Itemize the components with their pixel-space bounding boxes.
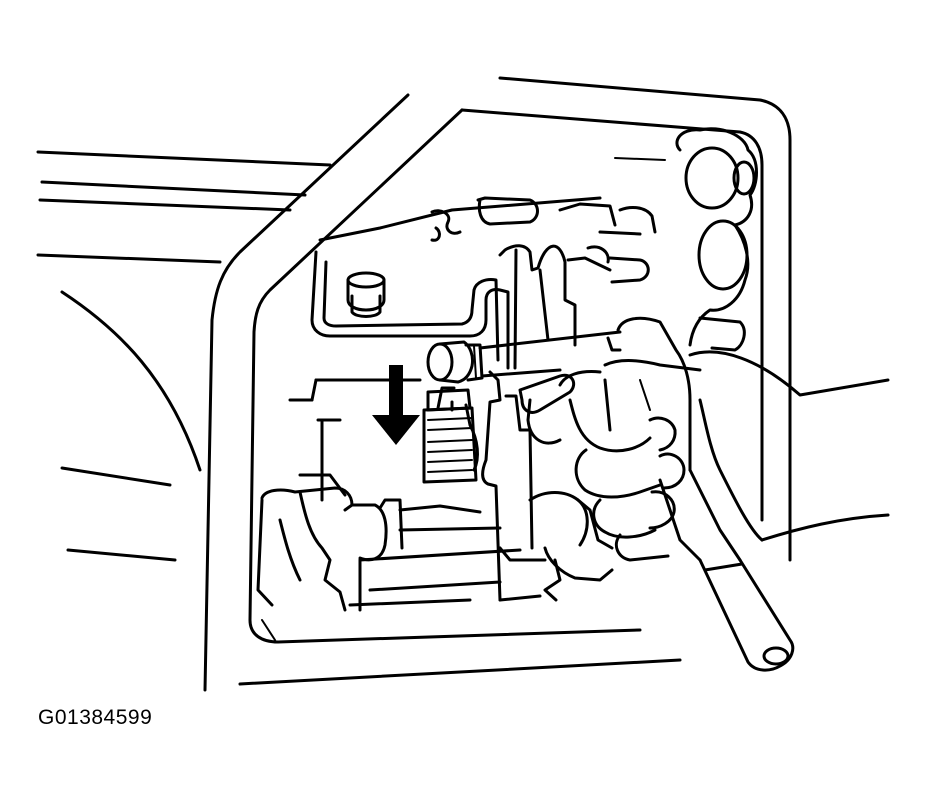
air-nozzle-tip <box>426 330 622 384</box>
valve-body-middle <box>288 370 534 602</box>
valve-body-upper <box>318 157 666 284</box>
valve-body-lower <box>256 473 614 612</box>
plug-cylinder <box>346 271 386 318</box>
body-panel-lines <box>36 150 332 562</box>
case-frame <box>203 76 792 692</box>
valve-body-bracket <box>310 244 577 370</box>
valve-cylinder <box>422 386 479 484</box>
oil-passage-holes <box>675 127 758 352</box>
hand <box>558 350 890 562</box>
direction-arrow-down <box>372 365 420 445</box>
figure-id-label: G01384599 <box>38 706 153 729</box>
case-inner-outline <box>248 108 764 644</box>
air-gun <box>518 316 795 672</box>
